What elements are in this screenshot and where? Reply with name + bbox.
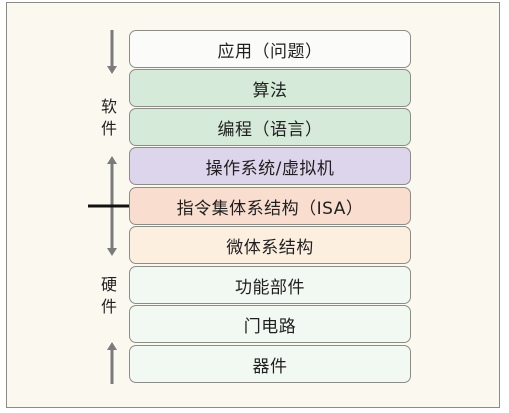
layer-functional-units: 功能部件 (129, 266, 411, 304)
layer-label: 编程（语言） (217, 119, 323, 140)
layer-devices: 器件 (129, 345, 411, 383)
layer-application: 应用（问题） (129, 30, 411, 68)
layer-microarchitecture: 微体系结构 (129, 226, 411, 264)
layer-operating-system: 操作系统/虚拟机 (129, 147, 411, 185)
layer-algorithm: 算法 (129, 69, 411, 107)
layer-programming: 编程（语言） (129, 108, 411, 146)
layer-label: 指令集体系结构（ISA） (176, 198, 364, 219)
layer-label: 操作系统/虚拟机 (205, 158, 335, 179)
software-label: 软件 (100, 97, 117, 138)
layer-label: 算法 (252, 80, 288, 101)
layer-label: 门电路 (243, 316, 297, 337)
layer-label: 微体系结构 (226, 237, 314, 258)
layer-gate-circuits: 门电路 (129, 305, 411, 343)
layer-isa: 指令集体系结构（ISA） (129, 187, 411, 225)
layer-label: 功能部件 (235, 277, 305, 298)
layer-label: 应用（问题） (217, 41, 323, 62)
hardware-label: 硬件 (100, 275, 117, 316)
layer-label: 器件 (252, 356, 288, 377)
